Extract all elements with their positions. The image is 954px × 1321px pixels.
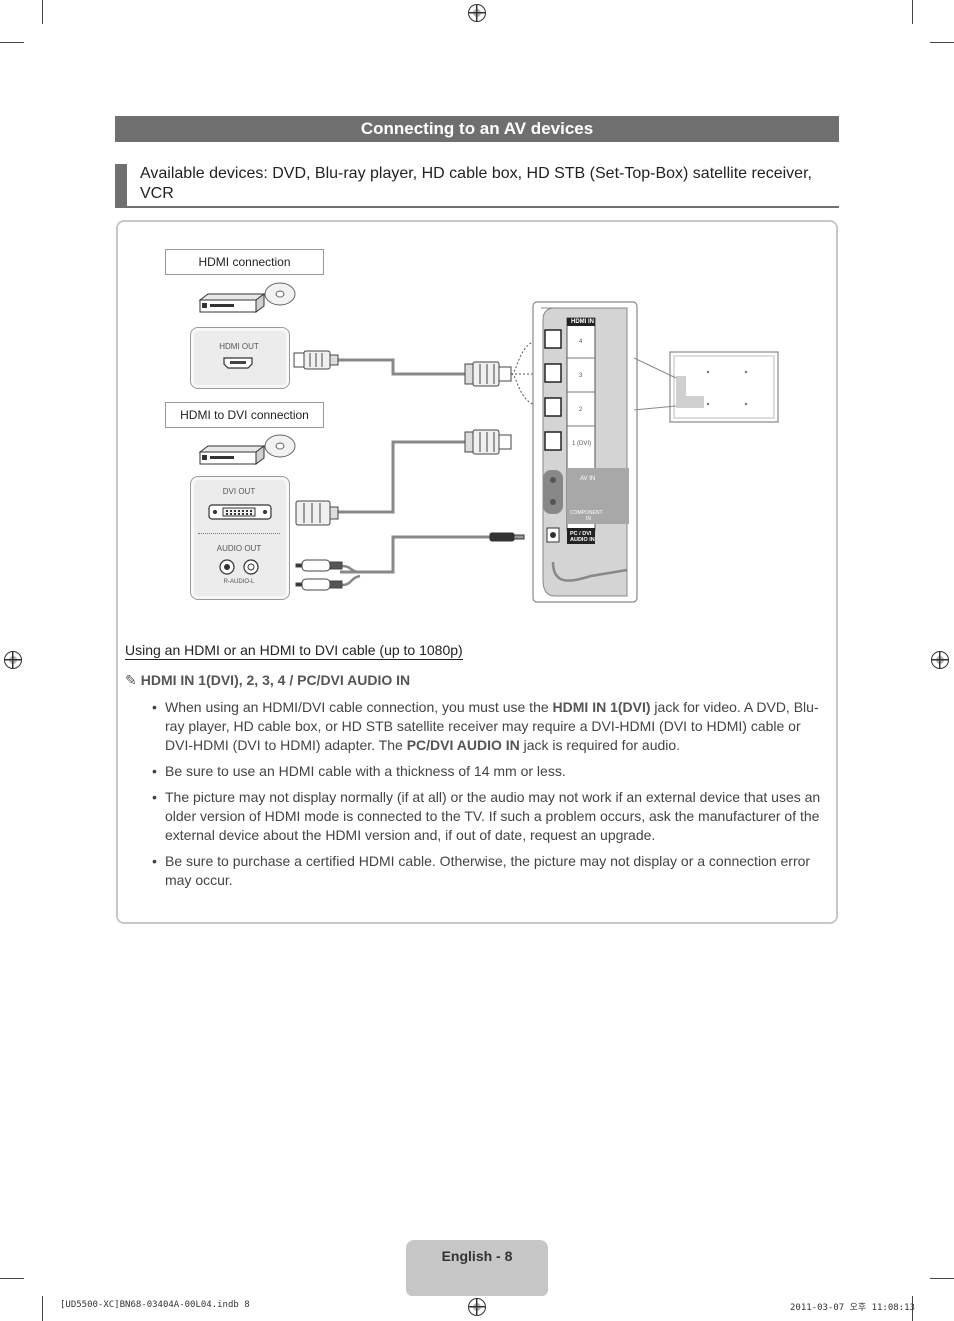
pencil-note-icon: ✎ — [125, 672, 137, 688]
registration-mark-icon — [468, 1298, 486, 1316]
registration-mark-icon — [468, 4, 486, 22]
dvi-audio-out-panel — [190, 476, 290, 600]
dvd-player-icon — [198, 434, 296, 465]
dvi-out-label: DVI OUT — [222, 487, 256, 496]
hdmi-port-1-dvi-label: 1 (DVI) — [572, 441, 592, 447]
hdmi-port-2-label: 2 — [579, 407, 583, 413]
registration-mark-icon — [4, 651, 22, 669]
available-devices-text: Available devices: DVD, Blu-ray player, … — [140, 165, 812, 202]
note-text: HDMI IN 1(DVI), 2, 3, 4 / PC/DVI AUDIO I… — [140, 672, 411, 688]
component-in-label: COMPONENT — [570, 510, 603, 516]
list-item: When using an HDMI/DVI cable connection,… — [148, 698, 828, 755]
hdmi-to-dvi-label: HDMI to DVI connection — [165, 402, 324, 428]
print-timestamp: 2011-03-07 오후 11:08:13 — [790, 1303, 915, 1313]
crop-mark — [930, 42, 954, 43]
list-item: Be sure to purchase a certified HDMI cab… — [148, 852, 828, 890]
bullet-emphasis: HDMI IN 1(DVI) — [552, 699, 651, 715]
pc-dvi-audio-label-2: AUDIO IN — [570, 537, 595, 543]
hdmi-out-label: HDMI OUT — [219, 342, 259, 351]
hdmi-port-4-label: 4 — [579, 339, 583, 345]
pc-dvi-audio-label: PC / DVI — [570, 531, 592, 537]
crop-mark — [912, 1296, 913, 1321]
rca-jacks-icon — [219, 559, 259, 575]
audio-channels-label: R-AUDIO-L — [223, 579, 255, 585]
bullet-text: When using an HDMI/DVI cable connection,… — [165, 699, 553, 715]
crop-mark — [912, 0, 913, 24]
section-title: Using an HDMI or an HDMI to DVI cable (u… — [125, 642, 463, 660]
audio-out-label: AUDIO OUT — [216, 544, 262, 553]
hdmi-in-label: HDMI IN — [571, 319, 594, 325]
bullet-text: jack is required for audio. — [519, 737, 681, 753]
dvd-player-icon — [198, 282, 296, 313]
tv-connection-panel — [532, 301, 638, 603]
crop-mark — [0, 1278, 24, 1279]
heading-marker — [115, 164, 127, 206]
connection-panel — [116, 220, 838, 924]
crop-mark — [42, 1296, 43, 1321]
crop-mark — [930, 1278, 954, 1279]
registration-mark-icon — [931, 651, 949, 669]
crop-mark — [0, 42, 24, 43]
page-title: Connecting to an AV devices — [115, 116, 839, 142]
list-item: Be sure to use an HDMI cable with a thic… — [148, 762, 828, 781]
hdmi-port-3-label: 3 — [579, 373, 583, 379]
bullet-text: jack for video. A DVD, Blu-ray player, H… — [165, 699, 819, 753]
bullet-list: When using an HDMI/DVI cable connection,… — [148, 698, 828, 897]
hdmi-connection-label: HDMI connection — [165, 249, 324, 275]
available-devices-heading: Available devices: DVD, Blu-ray player, … — [115, 164, 839, 208]
av-in-label: AV IN — [580, 476, 596, 482]
connection-diagram: HDMI connection HDMI to DVI connection H… — [0, 0, 954, 620]
file-info: [UD5500-XC]BN68-03404A-00L04.indb 8 — [60, 1300, 250, 1310]
divider — [198, 533, 280, 534]
tv-rear-view-icon — [634, 351, 779, 423]
page-number-tab: English - 8 — [406, 1240, 548, 1296]
note-line: ✎HDMI IN 1(DVI), 2, 3, 4 / PC/DVI AUDIO … — [125, 672, 410, 689]
list-item: The picture may not display normally (if… — [148, 788, 828, 845]
hdmi-port-icon — [223, 357, 253, 369]
cable-diagram — [293, 339, 543, 591]
component-in-label-2: IN — [586, 516, 591, 522]
crop-mark — [42, 0, 43, 24]
dvi-port-icon — [208, 504, 272, 520]
bullet-emphasis: PC/DVI AUDIO IN — [406, 737, 520, 753]
